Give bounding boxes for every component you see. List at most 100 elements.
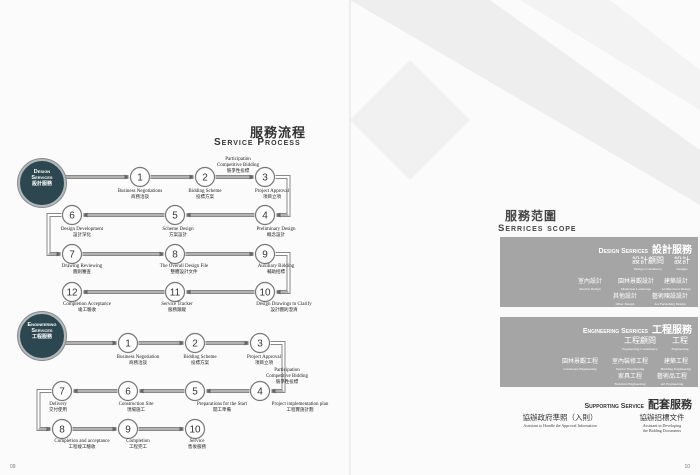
engineering-step-8-number: 8 xyxy=(59,425,65,436)
engineering-step-6-circle xyxy=(117,380,139,402)
design-step-5-circle xyxy=(164,204,186,226)
design-step-6-circle xyxy=(61,204,83,226)
engineering-step-7-circle xyxy=(51,380,73,402)
engineering-step-9-number: 9 xyxy=(125,425,131,436)
design-step-3-circle xyxy=(254,166,276,188)
scope-title-en: Serrices scope xyxy=(498,223,577,234)
supporting-services-section: Supporting Service 配套服務 協辦政府準照（入則） Assis… xyxy=(500,392,698,452)
bg-diamond xyxy=(350,60,470,180)
scope-title-cn: 服務范圍 xyxy=(505,209,558,223)
design-step-5-number: 5 xyxy=(172,211,178,222)
engineering-step-5-number: 5 xyxy=(192,387,198,398)
engineering-badge-line1: Engineering xyxy=(27,322,57,328)
design-step-8-circle xyxy=(164,243,186,265)
design-services-badge: Design Services 設計服務 xyxy=(18,159,66,207)
engineering-step-2-circle xyxy=(184,332,206,354)
engineering-services-header: Engineering Serrices 工程服務 xyxy=(582,325,692,336)
design-step-11-number: 11 xyxy=(170,288,181,299)
design-step-1-number: 1 xyxy=(137,173,143,184)
service-bidding-documents: 協辦招標文件 Assistant in Developing the Biddi… xyxy=(639,413,685,433)
supporting-services-header: Supporting Service 配套服務 xyxy=(584,398,692,411)
design-step-7-number: 7 xyxy=(69,250,75,261)
design-step-11-circle xyxy=(164,281,186,303)
engineering-step-5-circle xyxy=(184,380,206,402)
engineering-step-10-circle xyxy=(184,418,206,440)
engineering-step-3-number: 3 xyxy=(257,339,263,350)
design-step-7-circle xyxy=(61,243,83,265)
design-badge-cn: 設計服務 xyxy=(31,181,52,187)
design-step-2-number: 2 xyxy=(202,173,208,184)
design-connector-6-track xyxy=(46,213,62,256)
engineering-step-9-circle xyxy=(117,418,139,440)
engineering-step-8-circle xyxy=(51,418,73,440)
design-step-12-circle xyxy=(61,281,83,303)
design-badge-line2: Services xyxy=(31,175,53,181)
design-step-10-number: 10 xyxy=(259,288,271,299)
design-step-4-circle xyxy=(254,204,276,226)
engineering-services-badge: Engineering Services 工程服務 xyxy=(18,312,66,360)
engineering-step-3-circle xyxy=(249,332,271,354)
design-step-9-number: 9 xyxy=(262,250,268,261)
engineering-step-4-number: 4 xyxy=(257,387,263,398)
design-step-3-number: 3 xyxy=(262,173,268,184)
engineering-step-10-number: 10 xyxy=(189,425,201,436)
bg-diagonal-band xyxy=(350,0,700,205)
design-badge-line1: Design xyxy=(33,169,51,175)
engineering-step-6-number: 6 xyxy=(125,387,131,398)
service-approval-assistance: 協辦政府準照（入則） Assistant to Handle the Appro… xyxy=(522,413,598,428)
design-step-1-circle xyxy=(129,166,151,188)
page-number-right: 10 xyxy=(684,464,690,470)
process-title-en: Service Process xyxy=(214,137,301,148)
bg-diagonal-band-2 xyxy=(520,0,700,110)
engineering-badge-cn: 工程服務 xyxy=(31,334,52,340)
engineering-step-1-circle xyxy=(117,332,139,354)
page-number-left: 09 xyxy=(10,464,16,470)
design-step-8-number: 8 xyxy=(172,250,178,261)
engineering-step-4-circle xyxy=(249,380,271,402)
engineering-badge-line2: Services xyxy=(31,328,53,334)
engineering-step-1-number: 1 xyxy=(125,339,131,350)
design-step-6-number: 6 xyxy=(69,211,75,222)
design-services-header: Design Serrices 設計服務 xyxy=(598,245,692,256)
process-title-cn: 服務流程 xyxy=(250,126,307,141)
design-step-9-circle xyxy=(254,243,276,265)
